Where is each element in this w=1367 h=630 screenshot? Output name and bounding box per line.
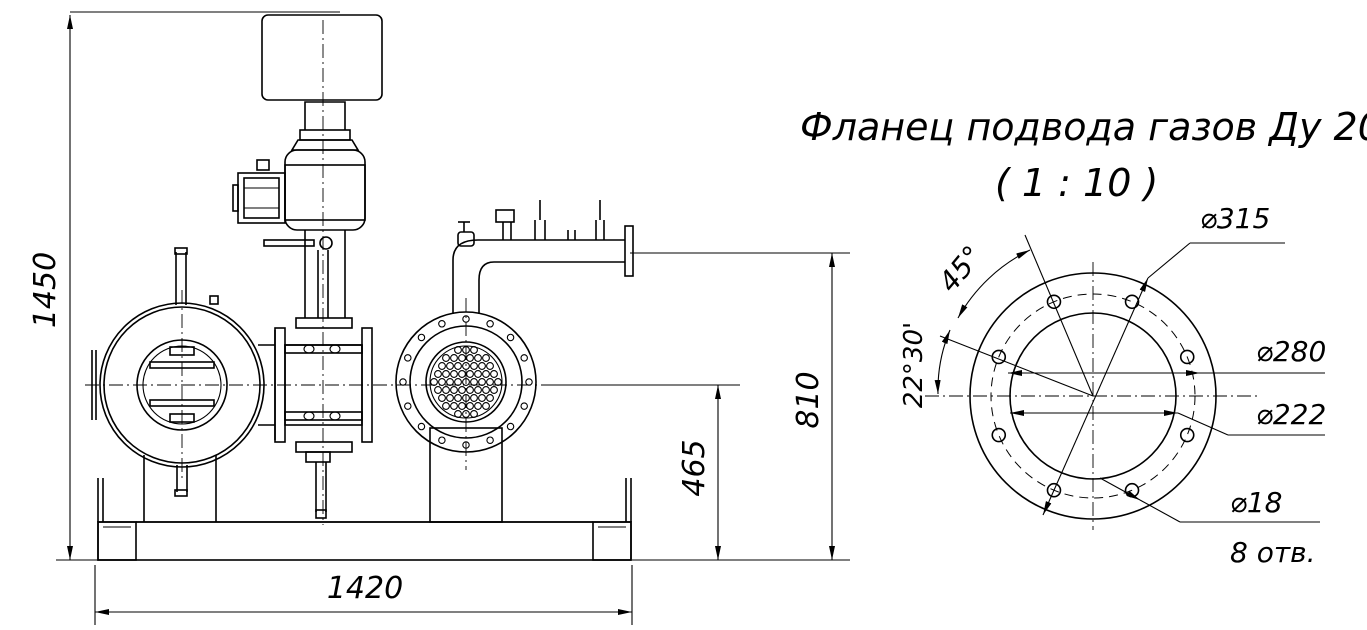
tube — [474, 370, 482, 378]
tube — [454, 346, 462, 354]
tube — [466, 354, 474, 362]
tube — [482, 354, 490, 362]
flange-title: Фланец подвода газов Ду 200 — [800, 105, 1367, 149]
tube — [458, 354, 466, 362]
tube — [470, 378, 478, 386]
flange-bolt — [417, 333, 426, 342]
tube — [442, 370, 450, 378]
tube — [434, 386, 442, 394]
tube — [466, 386, 474, 394]
base-frame — [97, 427, 632, 561]
tube — [438, 394, 446, 402]
flange-bolt — [525, 378, 533, 386]
tube — [450, 386, 458, 394]
dim-width-total: 1420 — [327, 571, 403, 606]
tube — [482, 402, 490, 410]
tube — [470, 346, 478, 354]
flange-bolt — [417, 422, 426, 431]
tube — [446, 394, 454, 402]
tube — [462, 410, 470, 418]
dim-dia-hole: ⌀18 — [1230, 486, 1283, 519]
bolt-hole — [1179, 349, 1195, 365]
tube — [446, 362, 454, 370]
flange-bolt — [486, 320, 494, 328]
flange-bolt — [520, 354, 528, 362]
tube — [482, 386, 490, 394]
tube — [466, 402, 474, 410]
tube — [434, 370, 442, 378]
dim-dia-bolt-circle: ⌀315 — [1200, 202, 1270, 235]
flange-bolt — [438, 320, 446, 328]
tube — [478, 394, 486, 402]
center-pipe — [274, 317, 373, 519]
tube — [442, 354, 450, 362]
flange-bolt — [404, 354, 412, 362]
tube — [486, 394, 494, 402]
tube — [446, 378, 454, 386]
valve-actuator — [232, 14, 383, 318]
tube — [494, 378, 502, 386]
tube — [474, 402, 482, 410]
main-dimensions — [56, 11, 850, 625]
tube — [474, 386, 482, 394]
tube — [478, 362, 486, 370]
tube — [450, 402, 458, 410]
tube — [454, 378, 462, 386]
tube — [450, 370, 458, 378]
bolt-hole — [991, 427, 1007, 443]
dim-angle-offset: 22°30' — [899, 322, 929, 408]
dim-height-axis: 465 — [677, 439, 712, 496]
tube — [486, 378, 494, 386]
tube — [462, 362, 470, 370]
dim-hole-count: 8 отв. — [1230, 536, 1316, 569]
dim-dia-inner: ⌀222 — [1256, 398, 1326, 431]
tube — [486, 362, 494, 370]
flange-scale: ( 1 : 10 ) — [995, 161, 1158, 205]
center-lines — [85, 20, 740, 525]
tube — [442, 386, 450, 394]
tube — [442, 402, 450, 410]
left-vessel — [91, 247, 276, 497]
tube — [474, 354, 482, 362]
flange-bolt — [399, 378, 407, 386]
main-assembly-view — [56, 11, 850, 625]
tube — [430, 378, 438, 386]
tube — [458, 386, 466, 394]
tube — [450, 354, 458, 362]
dim-height-total: 1450 — [28, 252, 63, 328]
flange-bolt — [438, 436, 446, 444]
labels: Фланец подвода газов Ду 200 ( 1 : 10 ) 1… — [28, 105, 1367, 606]
tube — [490, 370, 498, 378]
dim-height-outlet: 810 — [791, 371, 826, 428]
tube — [458, 370, 466, 378]
dim-dia-outer: ⌀280 — [1256, 335, 1326, 368]
bolt-hole — [1124, 482, 1140, 498]
tube — [470, 394, 478, 402]
tube — [482, 370, 490, 378]
tube — [470, 362, 478, 370]
flange-detail-view — [925, 234, 1325, 530]
flange-bolt — [506, 333, 515, 342]
tube — [438, 378, 446, 386]
dim-angle-bolts: 45° — [932, 239, 989, 298]
tube — [454, 362, 462, 370]
tube — [458, 402, 466, 410]
flange-bolt — [404, 402, 412, 410]
tube — [454, 410, 462, 418]
tube — [438, 362, 446, 370]
heat-exchanger — [395, 200, 634, 453]
tube — [478, 378, 486, 386]
tube — [470, 410, 478, 418]
tube — [490, 386, 498, 394]
flange-bolt — [506, 422, 515, 431]
bolt-hole — [1179, 427, 1195, 443]
tube — [466, 370, 474, 378]
flange-bolt — [486, 436, 494, 444]
tube — [454, 394, 462, 402]
bolt-hole — [1124, 294, 1140, 310]
flange-bolt — [520, 402, 528, 410]
